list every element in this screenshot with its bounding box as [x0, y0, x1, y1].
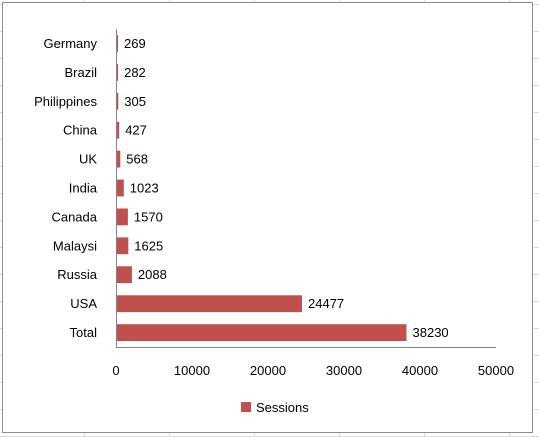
- bar-brazil[interactable]: [116, 64, 119, 81]
- x-tick-label: 30000: [326, 363, 362, 378]
- x-tick-label: 40000: [402, 363, 438, 378]
- data-label-uk: 568: [126, 152, 148, 167]
- bar-canada[interactable]: [116, 208, 128, 226]
- data-label-germany: 269: [124, 36, 146, 51]
- category-label-usa: USA: [70, 296, 97, 311]
- bar-russia[interactable]: [116, 266, 132, 284]
- data-label-russia: 2088: [138, 267, 167, 282]
- bar-philippines[interactable]: [116, 92, 119, 110]
- legend-label: Sessions: [256, 400, 309, 415]
- bar-total[interactable]: [116, 324, 407, 341]
- data-label-china: 427: [125, 123, 147, 138]
- category-label-philippines: Philippines: [34, 94, 97, 109]
- data-label-india: 1023: [130, 181, 159, 196]
- category-label-canada: Canada: [51, 209, 97, 224]
- bar-malaysi[interactable]: [116, 237, 129, 255]
- x-tick-label: 20000: [250, 363, 286, 378]
- category-label-russia: Russia: [57, 267, 98, 282]
- legend-swatch: [241, 402, 251, 412]
- bar-uk[interactable]: [116, 150, 121, 168]
- category-label-malaysi: Malaysi: [53, 238, 97, 253]
- bar-usa[interactable]: [116, 295, 302, 313]
- bar-india[interactable]: [116, 179, 124, 197]
- category-label-total: Total: [70, 325, 98, 340]
- data-label-philippines: 305: [124, 94, 146, 109]
- data-label-malaysi: 1625: [134, 238, 163, 253]
- data-labels: 269 282 305 427 568 1023 1570 1625 2088 24477 3823…: [124, 36, 449, 340]
- data-label-canada: 1570: [134, 209, 163, 224]
- category-label-india: India: [69, 181, 98, 196]
- data-label-total: 38230: [413, 325, 449, 340]
- x-tick-label: 50000: [478, 363, 514, 378]
- category-label-germany: Germany: [44, 36, 98, 51]
- legend: Sessions: [241, 400, 309, 415]
- category-label-uk: UK: [79, 152, 97, 167]
- x-tick-label: 10000: [174, 363, 210, 378]
- chart-area[interactable]: [2, 2, 533, 433]
- category-label-brazil: Brazil: [64, 65, 97, 80]
- category-label-china: China: [63, 123, 98, 138]
- data-label-usa: 24477: [308, 296, 344, 311]
- x-axis-ticks: 0 10000 20000 30000 40000 50000: [112, 363, 514, 378]
- data-label-brazil: 282: [124, 65, 146, 80]
- bars-group: [116, 35, 407, 341]
- bar-china[interactable]: [116, 121, 120, 139]
- x-tick-label: 0: [112, 363, 119, 378]
